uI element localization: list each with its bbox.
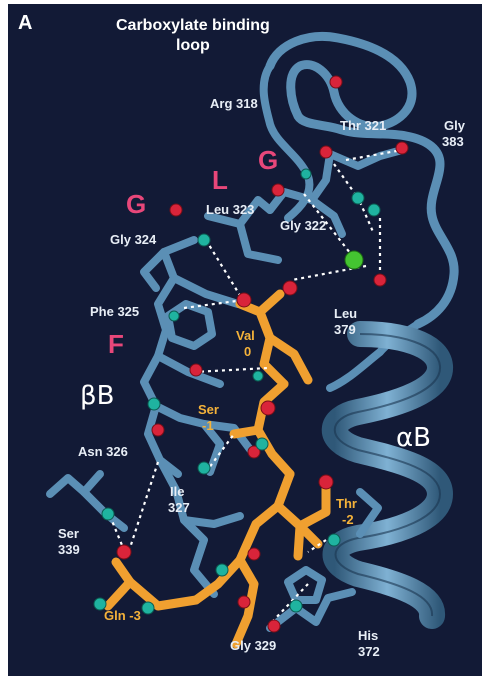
- label-leu323: Leu 323: [206, 202, 255, 217]
- hydrogen-bonds: [108, 148, 403, 623]
- label-val0-name: Val: [236, 328, 255, 343]
- water-molecule: [344, 250, 364, 270]
- motif-letter-f: F: [108, 329, 124, 359]
- oxygen-atoms: [116, 75, 409, 633]
- label-gly383-name: Gly: [444, 118, 465, 133]
- molecular-structure-drawing: [46, 31, 459, 649]
- label-val0-num: 0: [244, 344, 252, 359]
- figure-title-line2: loop: [176, 37, 210, 54]
- label-asn326: Asn 326: [78, 444, 128, 459]
- strand-label: βB: [80, 381, 115, 411]
- figure-title-line1: Carboxylate binding: [116, 17, 270, 34]
- label-gly383-num: 383: [442, 134, 464, 149]
- label-phe325: Phe 325: [90, 304, 140, 319]
- motif-letter-g-1: G: [126, 189, 147, 219]
- label-ile327-name: Ile: [170, 484, 185, 499]
- label-gly322: Gly 322: [280, 218, 327, 233]
- protein-sticks: [46, 146, 406, 632]
- structure-figure: A Carboxylate binding loop G L G F βB αB…: [8, 4, 482, 676]
- nitrogen-atoms: [93, 168, 381, 615]
- helix-label: αB: [396, 423, 431, 453]
- motif-letter-g-2: G: [258, 145, 279, 175]
- label-gly329: Gly 329: [230, 638, 277, 653]
- label-thr-2-num: -2: [342, 512, 354, 527]
- label-gln-3: Gln -3: [104, 608, 141, 623]
- label-his372-name: His: [358, 628, 379, 643]
- label-ser339-num: 339: [58, 542, 80, 557]
- motif-letter-l: L: [212, 165, 228, 195]
- label-ile327-num: 327: [168, 500, 190, 515]
- panel-label: A: [18, 12, 33, 34]
- label-ser339-name: Ser: [58, 526, 79, 541]
- peptide-sticks: [103, 289, 331, 649]
- label-leu379-name: Leu: [334, 306, 358, 321]
- label-arg318: Arg 318: [210, 96, 258, 111]
- label-leu379-num: 379: [334, 322, 356, 337]
- backbone-tube-upper-loop: [265, 31, 459, 329]
- label-his372-num: 372: [358, 644, 380, 659]
- label-gly324: Gly 324: [110, 232, 157, 247]
- label-ser-1-name: Ser: [198, 402, 219, 417]
- label-thr321: Thr 321: [340, 118, 387, 133]
- label-ser-1-num: -1: [202, 418, 214, 433]
- alpha-helix-ribbon: [321, 321, 454, 629]
- label-thr-2-name: Thr: [336, 496, 357, 511]
